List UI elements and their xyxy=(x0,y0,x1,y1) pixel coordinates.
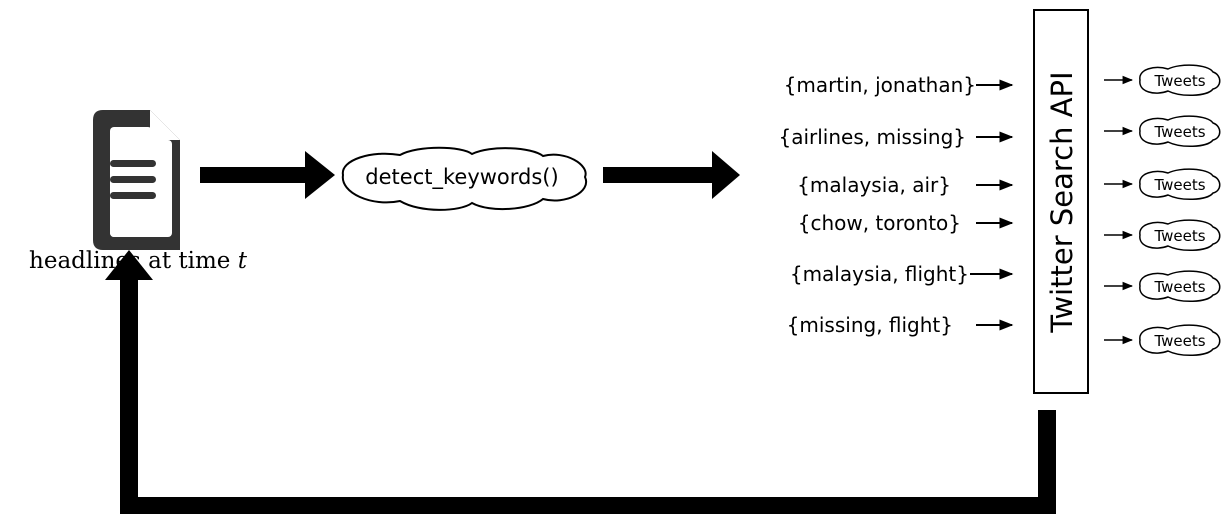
tweets-output: Tweets xyxy=(1104,219,1221,251)
twitter-search-api-label: Twitter Search API xyxy=(1045,71,1079,333)
svg-text:Tweets: Tweets xyxy=(1153,123,1205,141)
twitter-search-api-box: Twitter Search API xyxy=(1033,9,1089,394)
keyword-set: {martin, jonathan} xyxy=(784,73,976,97)
detect-keywords-label: detect_keywords() xyxy=(365,165,558,190)
tweets-cloud-icon xyxy=(1139,115,1221,147)
tweets-cloud-icon xyxy=(1139,324,1221,356)
tweets-cloud-icon xyxy=(1139,219,1221,251)
tweets-outputs: Tweets Tweets Tweets Tweets Tweets Tweet… xyxy=(1104,64,1221,356)
svg-text:Tweets: Tweets xyxy=(1153,227,1205,245)
tweets-output: Tweets xyxy=(1104,64,1221,96)
keyword-set: {airlines, missing} xyxy=(778,125,966,149)
tweets-cloud-icon xyxy=(1139,270,1221,302)
tweets-output: Tweets xyxy=(1104,168,1221,200)
svg-text:Tweets: Tweets xyxy=(1153,72,1205,90)
svg-text:Tweets: Tweets xyxy=(1153,332,1205,350)
detect-keywords-cloud: detect_keywords() xyxy=(341,146,588,211)
svg-text:Tweets: Tweets xyxy=(1153,176,1205,194)
keyword-set: {chow, toronto} xyxy=(798,211,961,235)
feedback-loop-arrow xyxy=(105,250,1056,514)
keyword-set: {malaysia, air} xyxy=(797,173,951,197)
keyword-list: {martin, jonathan} {airlines, missing} {… xyxy=(778,73,1014,337)
tweets-output: Tweets xyxy=(1104,270,1221,302)
tweets-cloud-icon xyxy=(1139,64,1221,96)
tweets-output: Tweets xyxy=(1104,115,1221,147)
tweets-cloud-icon xyxy=(1139,168,1221,200)
arrow-document-to-process xyxy=(200,151,335,199)
keyword-set: {missing, flight} xyxy=(787,313,953,337)
document-icon xyxy=(93,110,180,250)
tweets-output: Tweets xyxy=(1104,324,1221,356)
keyword-set: {malaysia, flight} xyxy=(790,262,969,286)
svg-text:Tweets: Tweets xyxy=(1153,278,1205,296)
arrow-process-to-keywords xyxy=(603,151,740,199)
